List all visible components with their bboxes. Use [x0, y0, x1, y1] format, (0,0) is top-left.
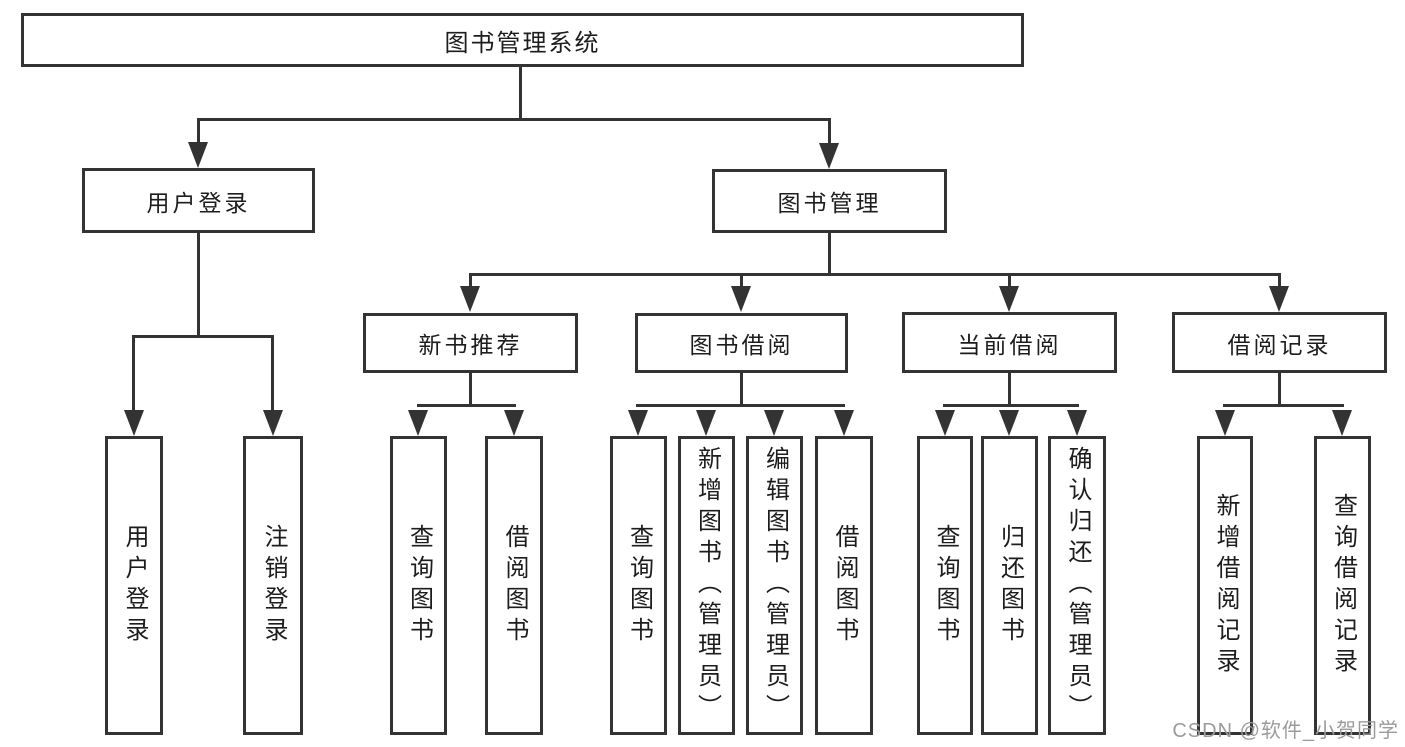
leaf-label: 借阅图书: [831, 523, 858, 648]
node-current-borrow: 当前借阅: [902, 312, 1117, 373]
leaf-label: 查询借阅记录: [1329, 492, 1357, 679]
arrow-down-icon: [188, 142, 208, 168]
leaf-label: 编辑图书（管理员）: [761, 446, 789, 725]
leaf-add-borrow-record: 新增借阅记录: [1197, 436, 1253, 735]
arrow-down-icon: [263, 410, 283, 436]
connector-line: [469, 273, 1281, 276]
leaf-confirm-return-admin: 确认归还（管理员）: [1048, 436, 1106, 735]
connector-line: [943, 404, 1079, 407]
arrow-down-icon: [696, 410, 716, 436]
node-label: 新书推荐: [418, 332, 523, 358]
leaf-query-book-borrow: 查询图书: [610, 436, 667, 735]
leaf-label: 新增借阅记录: [1212, 492, 1239, 679]
connector-line: [469, 273, 472, 287]
connector-line: [1008, 273, 1011, 287]
arrow-down-icon: [731, 286, 751, 312]
arrow-down-icon: [504, 410, 524, 436]
node-label: 图书管理系统: [444, 29, 601, 57]
arrow-down-icon: [408, 410, 428, 436]
leaf-borrow-book-recommend: 借阅图书: [485, 436, 543, 735]
node-label: 图书管理: [777, 190, 882, 216]
arrow-down-icon: [1067, 410, 1087, 436]
connector-line: [417, 404, 516, 407]
node-borrow-records: 借阅记录: [1172, 312, 1387, 373]
connector-line: [740, 273, 743, 287]
node-label: 借阅记录: [1227, 331, 1332, 358]
leaf-label: 注销登录: [260, 523, 287, 648]
connector-line: [1008, 373, 1011, 407]
connector-line: [197, 233, 200, 337]
connector-line: [271, 335, 274, 412]
connector-line: [828, 233, 831, 276]
leaf-edit-book-admin: 编辑图书（管理员）: [746, 436, 803, 735]
connector-line: [1223, 404, 1344, 407]
watermark: CSDN @软件_小贺同学: [1172, 720, 1399, 742]
arrow-down-icon: [1332, 410, 1352, 436]
arrow-down-icon: [124, 410, 144, 436]
arrow-down-icon: [819, 143, 839, 169]
arrow-down-icon: [1269, 286, 1289, 312]
connector-line: [197, 118, 200, 144]
leaf-borrow-book: 借阅图书: [815, 436, 873, 735]
node-book-borrow: 图书借阅: [635, 313, 848, 373]
leaf-label: 新增图书（管理员）: [693, 446, 721, 725]
leaf-label: 用户登录: [121, 523, 148, 648]
leaf-add-book-admin: 新增图书（管理员）: [678, 436, 735, 735]
connector-line: [828, 118, 831, 145]
leaf-query-book-recommend: 查询图书: [390, 436, 447, 735]
connector-line: [740, 373, 743, 407]
node-user-login: 用户登录: [82, 168, 315, 233]
arrow-down-icon: [999, 286, 1019, 312]
connector-line: [1278, 273, 1281, 287]
arrow-down-icon: [460, 286, 480, 312]
leaf-label: 查询图书: [405, 523, 433, 648]
arrow-down-icon: [935, 410, 955, 436]
leaf-label: 确认归还（管理员）: [1064, 446, 1091, 725]
connector-line: [1278, 373, 1281, 407]
node-book-management: 图书管理: [712, 169, 947, 233]
leaf-label: 借阅图书: [501, 523, 528, 648]
node-label: 用户登录: [146, 189, 251, 216]
arrow-down-icon: [1215, 410, 1235, 436]
leaf-label: 归还图书: [996, 523, 1024, 648]
arrow-down-icon: [764, 410, 784, 436]
leaf-label: 查询图书: [932, 523, 959, 648]
leaf-query-borrow-record: 查询借阅记录: [1314, 436, 1371, 735]
node-label: 图书借阅: [689, 332, 794, 358]
node-library-system: 图书管理系统: [21, 13, 1024, 67]
connector-line: [197, 118, 831, 121]
leaf-return-book: 归还图书: [981, 436, 1038, 735]
connector-line: [132, 335, 135, 412]
connector-line: [469, 373, 472, 407]
leaf-logout: 注销登录: [243, 436, 303, 735]
arrow-down-icon: [834, 410, 854, 436]
leaf-query-book-current: 查询图书: [917, 436, 973, 735]
arrow-down-icon: [628, 410, 648, 436]
node-label: 当前借阅: [957, 331, 1062, 358]
connector-line: [636, 404, 845, 407]
leaf-label: 查询图书: [625, 523, 653, 648]
connector-line: [132, 335, 274, 338]
node-new-book-recommend: 新书推荐: [363, 313, 578, 373]
arrow-down-icon: [999, 410, 1019, 436]
leaf-user-login: 用户登录: [105, 436, 163, 735]
connector-line: [519, 67, 522, 120]
